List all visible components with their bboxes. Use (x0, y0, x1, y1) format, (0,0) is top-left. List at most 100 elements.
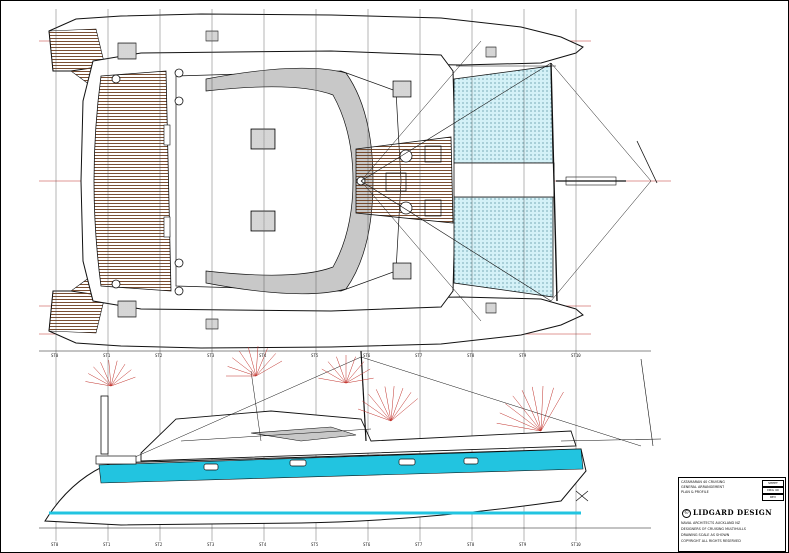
station-label-s1-bottom: ST1 (103, 542, 111, 547)
fan-1-ray-7 (255, 353, 276, 377)
fan-4-ray-0 (496, 422, 542, 432)
rudder-post-1 (111, 74, 121, 84)
fan-2-ray-5 (345, 356, 356, 384)
fan-3-ray-7 (390, 392, 412, 422)
title-box-1: SHEET (762, 480, 784, 487)
portlight-2 (289, 459, 307, 467)
sheeting-fans (85, 346, 564, 432)
fan-3-ray-1 (362, 400, 392, 422)
station-label-s0-top: ST0 (51, 353, 59, 358)
bowsprit-profile-pole (640, 358, 654, 447)
cabin-hatch-upper (250, 128, 276, 150)
traveller-1 (163, 124, 171, 146)
portlight-3 (398, 458, 416, 466)
fan-4-ray-5 (531, 386, 542, 432)
fan-1-ray-6 (255, 348, 268, 377)
mast-step (385, 172, 407, 192)
station-label-s8-bottom: ST8 (467, 542, 475, 547)
winch-aft-3 (174, 258, 184, 268)
rudder-post-2 (111, 279, 121, 289)
hull-hatch-8 (485, 302, 497, 314)
bowsprit-profile (560, 438, 662, 442)
bridle-lower (550, 180, 652, 302)
title-row-4: NAVAL ARCHITECTS AUCKLAND NZ (681, 521, 741, 525)
traveller-2 (163, 216, 171, 238)
station-label-s9-top: ST9 (519, 353, 527, 358)
fan-0-ray-0 (85, 381, 112, 387)
portlight-1 (203, 463, 219, 471)
fan-2-ray-7 (345, 368, 371, 384)
fan-0-ray-5 (110, 360, 118, 387)
hull-hatch-7 (485, 46, 497, 58)
cabin-hatch-lower (250, 210, 276, 232)
station-label-s10-bottom: ST10 (571, 542, 581, 547)
fan-3-ray-0 (358, 408, 392, 422)
fan-3-ray-6 (390, 388, 404, 422)
title-row-6: DRAWING SCALE AS SHOWN (681, 533, 730, 537)
fan-4-ray-4 (521, 390, 542, 432)
bridle-upper (550, 62, 652, 182)
mast (360, 350, 367, 442)
fan-2-ray-0 (318, 377, 347, 384)
hull-hatch-2 (117, 300, 137, 318)
profile-view (39, 346, 662, 529)
fan-4-ray-8 (540, 391, 564, 432)
x-marker-b (575, 490, 589, 502)
fan-2-ray-2 (327, 361, 347, 384)
station-label-s4-bottom: ST4 (259, 542, 267, 547)
fan-1-ray-4 (247, 346, 257, 377)
station-label-s6-bottom: ST6 (363, 542, 371, 547)
fan-1-ray-8 (255, 360, 283, 377)
station-label-s0-bottom: ST0 (51, 542, 59, 547)
station-label-s10-top: ST10 (571, 353, 581, 358)
hull-hatch-1 (117, 42, 137, 60)
cabin-top-outline (175, 70, 402, 292)
portlight-4 (463, 457, 479, 465)
station-label-s8-top: ST8 (467, 353, 475, 358)
title-box-3: REV (762, 494, 784, 501)
hull-hatch-4 (392, 262, 412, 280)
forestay (360, 356, 642, 447)
bowsprit-pole (636, 140, 658, 184)
shroud-upper-2 (360, 40, 482, 182)
shroud-lower (360, 180, 552, 302)
station-label-s7-top: ST7 (415, 353, 423, 358)
fan-4-ray-3 (512, 395, 542, 432)
front-crossbeam (550, 62, 558, 302)
station-label-s1-top: ST1 (103, 353, 111, 358)
deck-box-2 (424, 199, 442, 217)
saloon-seating (205, 67, 374, 295)
winch-aft-2 (174, 96, 184, 106)
hull-hatch-3 (392, 80, 412, 98)
plan-view (39, 13, 671, 349)
fan-4-ray-7 (540, 387, 554, 432)
cabin-window (250, 426, 357, 442)
title-row-5: DESIGNERS OF CRUISING MULTIHULLS (681, 527, 746, 531)
title-block: CATAMARAN 40 CRUISING GENERAL ARRANGEMEN… (678, 477, 786, 552)
deck-box-1 (424, 145, 442, 163)
fan-3-ray-5 (390, 386, 395, 422)
fan-4-ray-1 (499, 412, 542, 432)
winch-1 (399, 149, 413, 163)
winch-aft-1 (174, 68, 184, 78)
station-label-s5-top: ST5 (311, 353, 319, 358)
fan-4-ray-6 (540, 385, 544, 432)
fan-1-ray-3 (239, 350, 257, 377)
station-label-s3-top: ST3 (207, 353, 215, 358)
fan-1-ray-5 (255, 346, 259, 377)
fan-4-ray-2 (505, 403, 542, 432)
bimini-post (250, 370, 262, 442)
title-row-1: CATAMARAN 40 CRUISING (681, 480, 725, 484)
fan-1-ray-2 (232, 357, 257, 377)
shroud-lower-2 (360, 180, 482, 322)
aft-cockpit-deck (93, 70, 172, 292)
trampoline-upper (453, 65, 554, 164)
fan-3-ray-3 (375, 389, 392, 422)
fan-3-ray-8 (390, 398, 418, 422)
copyright-mark: © (682, 509, 691, 518)
station-label-s3-bottom: ST3 (207, 542, 215, 547)
trampoline-lower (453, 196, 554, 298)
forward-beam (453, 162, 555, 198)
